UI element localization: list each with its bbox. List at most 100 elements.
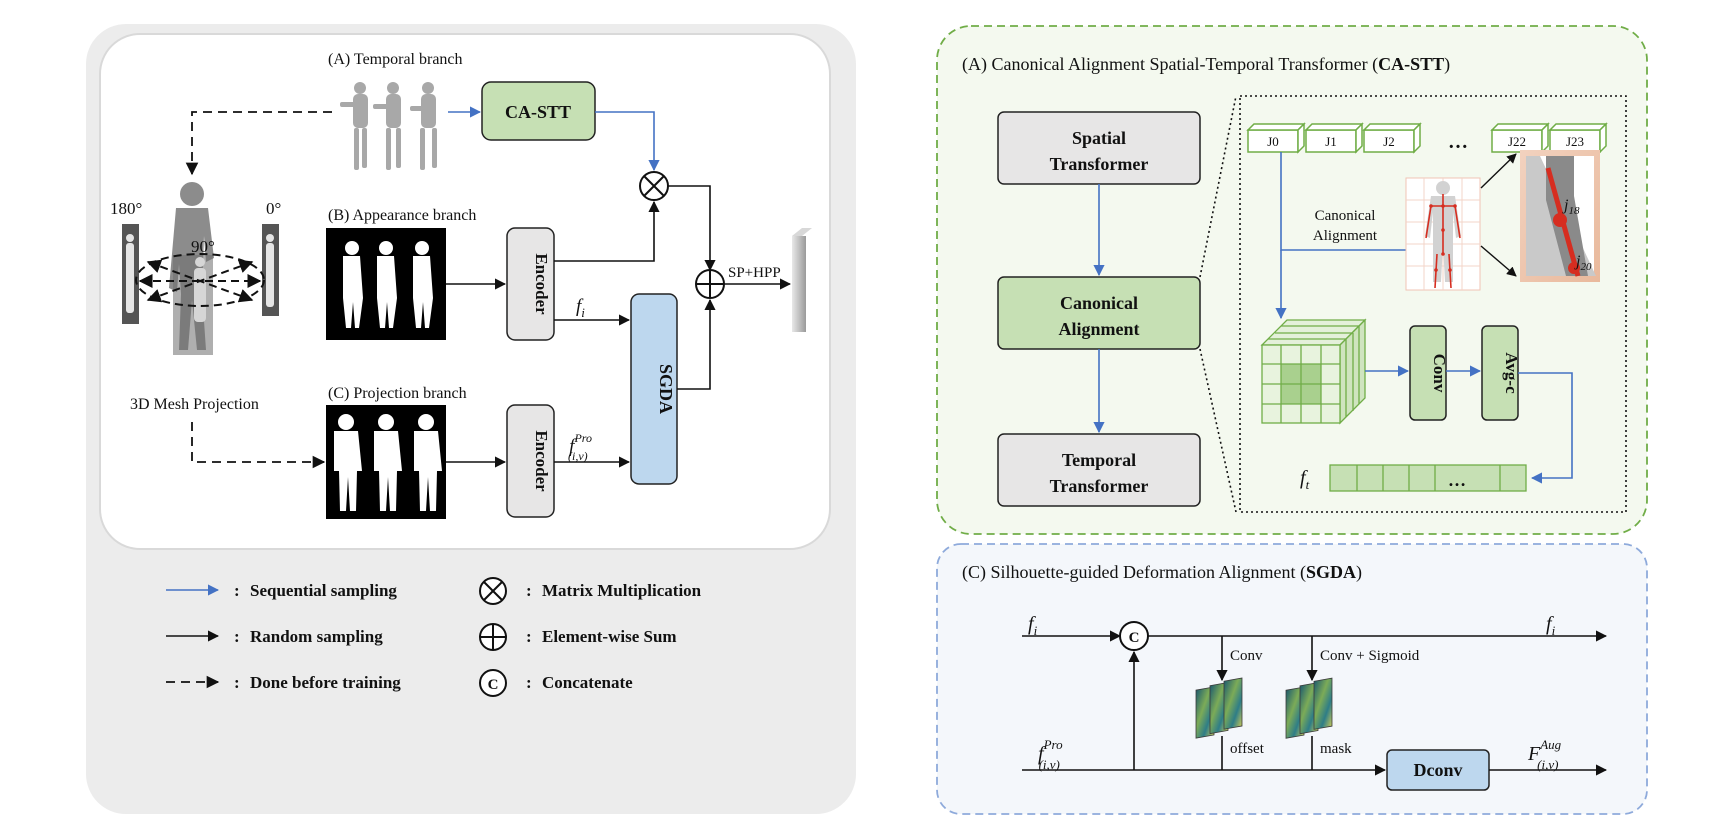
j18-label: j18 xyxy=(1562,197,1580,217)
canonical-line-2: Alignment xyxy=(1059,319,1140,339)
temporal-to-mesh-dashed-arrow xyxy=(185,111,332,176)
ft-label: ft xyxy=(1300,467,1310,492)
legend-colon-4: : xyxy=(526,581,532,600)
legend-colon-1: : xyxy=(234,581,240,600)
legend-done-label: Done before training xyxy=(250,673,401,692)
fpro-label: fPro(i,v) xyxy=(568,431,592,463)
joint-token: J23 xyxy=(1548,122,1608,154)
zoom-line-top xyxy=(1199,95,1237,278)
legend-sum-label: Element-wise Sum xyxy=(542,627,677,646)
angle-90-label: 90° xyxy=(191,237,215,256)
temporal-mesh-figures xyxy=(340,82,437,170)
mask-label: mask xyxy=(1320,741,1352,757)
projection-encoder-block xyxy=(506,404,555,518)
appearance-encoder-label: Encoder xyxy=(532,253,551,315)
angle-180-label: 180° xyxy=(110,199,142,218)
legend-colon-6: : xyxy=(526,673,532,692)
joint-token: J2 xyxy=(1362,122,1422,154)
joint-token: J1 xyxy=(1304,122,1364,154)
sgda-panel xyxy=(936,543,1648,815)
svg-text:J22: J22 xyxy=(1508,134,1526,149)
fi-output-label: fi xyxy=(1546,613,1556,638)
appearance-encoder-block xyxy=(506,227,555,341)
legend-random-label: Random sampling xyxy=(250,627,383,646)
projection-silhouettes xyxy=(326,405,446,519)
canonical-alignment-label-2: Alignment xyxy=(1313,228,1378,244)
svg-text:J0: J0 xyxy=(1267,134,1279,149)
matmul-to-sum-arrow xyxy=(668,185,716,272)
appearance-silhouettes xyxy=(326,228,446,340)
offset-label: offset xyxy=(1230,741,1265,757)
ft-ellipsis: … xyxy=(1448,470,1466,490)
ca-stt-panel-title: (A) Canonical Alignment Spatial-Temporal… xyxy=(962,54,1450,75)
temporal-branch-title: (A) Temporal branch xyxy=(328,51,463,68)
canonical-detail-frame xyxy=(1239,95,1627,513)
sgda-to-sum-arrow xyxy=(677,298,716,390)
fi-input-label: fi xyxy=(1028,613,1038,638)
ca-stt-block xyxy=(481,81,596,141)
legend-colon-5: : xyxy=(526,627,532,646)
svg-text:J1: J1 xyxy=(1325,134,1337,149)
matrix-multiply-icon xyxy=(639,171,669,201)
fpro-input-label: fPro(i,v) xyxy=(1038,737,1063,772)
angle-0-label: 0° xyxy=(266,199,281,218)
fi-label: fi xyxy=(576,296,585,320)
zoom-arrow-top xyxy=(1480,153,1517,189)
legend-sum-icon xyxy=(479,623,507,651)
svg-text:J2: J2 xyxy=(1383,134,1395,149)
conv-offset-label: Conv xyxy=(1230,648,1263,664)
feature-cube xyxy=(1260,318,1367,425)
encoder-to-matmul-arrow xyxy=(554,200,660,262)
offset-feature-maps xyxy=(1195,677,1243,739)
joint-token: J0 xyxy=(1246,122,1306,154)
legend-concat-icon: C xyxy=(479,669,507,697)
joint-ellipsis: … xyxy=(1448,131,1468,153)
element-wise-sum-icon xyxy=(695,269,725,299)
mesh-to-projection-dashed-arrow xyxy=(191,422,326,469)
dconv-label: Dconv xyxy=(1414,760,1463,780)
projection-encoder-label: Encoder xyxy=(532,430,551,492)
temporal-transformer-block xyxy=(997,433,1201,507)
j20-label: j20 xyxy=(1574,253,1592,273)
legend-colon-2: : xyxy=(234,627,240,646)
canonical-line-1: Canonical xyxy=(1060,293,1138,313)
output-feature-bar xyxy=(792,228,812,332)
zoom-arrow-bottom xyxy=(1480,245,1517,277)
skeleton-body-figure xyxy=(1405,177,1481,291)
temporal-line-2: Transformer xyxy=(1050,476,1149,496)
conv-label: Conv xyxy=(1430,354,1449,393)
canonical-alignment-label-1: Canonical xyxy=(1315,208,1376,224)
sp-hpp-label: SP+HPP xyxy=(728,265,781,281)
ca-stt-label: CA-STT xyxy=(505,102,571,122)
avgc-to-ft-arrow xyxy=(1518,372,1573,484)
mask-feature-maps xyxy=(1285,677,1333,739)
temporal-line-1: Temporal xyxy=(1062,450,1136,470)
joint-token: J22 xyxy=(1490,122,1550,154)
mesh-projection-figure xyxy=(122,182,279,355)
svg-text:C: C xyxy=(488,677,499,693)
legend: : Sequential sampling : Random sampling … xyxy=(166,577,702,697)
legend-colon-3: : xyxy=(234,673,240,692)
faug-output-label: FAug(i,v) xyxy=(1527,737,1562,772)
legend-matmul-label: Matrix Multiplication xyxy=(542,581,702,600)
legend-sequential-label: Sequential sampling xyxy=(250,581,397,600)
appearance-branch-title: (B) Appearance branch xyxy=(328,207,476,224)
conv-block xyxy=(1409,325,1447,421)
projection-branch-title: (C) Projection branch xyxy=(328,385,467,402)
spatial-line-2: Transformer xyxy=(1050,154,1149,174)
svg-text:C: C xyxy=(1129,630,1140,646)
castt-to-matmul-arrow xyxy=(595,111,660,172)
joint-tokens: J0 J1 J2 … J22 J23 xyxy=(1246,122,1608,154)
sgda-panel-title: (C) Silhouette-guided Deformation Alignm… xyxy=(962,562,1362,583)
mesh-projection-label: 3D Mesh Projection xyxy=(130,396,259,413)
concat-icon: C xyxy=(1119,621,1149,651)
avg-c-label: Avg-c xyxy=(1502,352,1521,394)
conv-sigmoid-label: Conv + Sigmoid xyxy=(1320,648,1420,664)
zoomed-arm-figure xyxy=(1520,150,1600,282)
legend-matmul-icon xyxy=(479,577,507,605)
sgda-label: SGDA xyxy=(656,364,676,414)
legend-concat-label: Concatenate xyxy=(542,673,633,692)
ft-token-bar xyxy=(1329,464,1527,492)
svg-text:J23: J23 xyxy=(1566,134,1584,149)
